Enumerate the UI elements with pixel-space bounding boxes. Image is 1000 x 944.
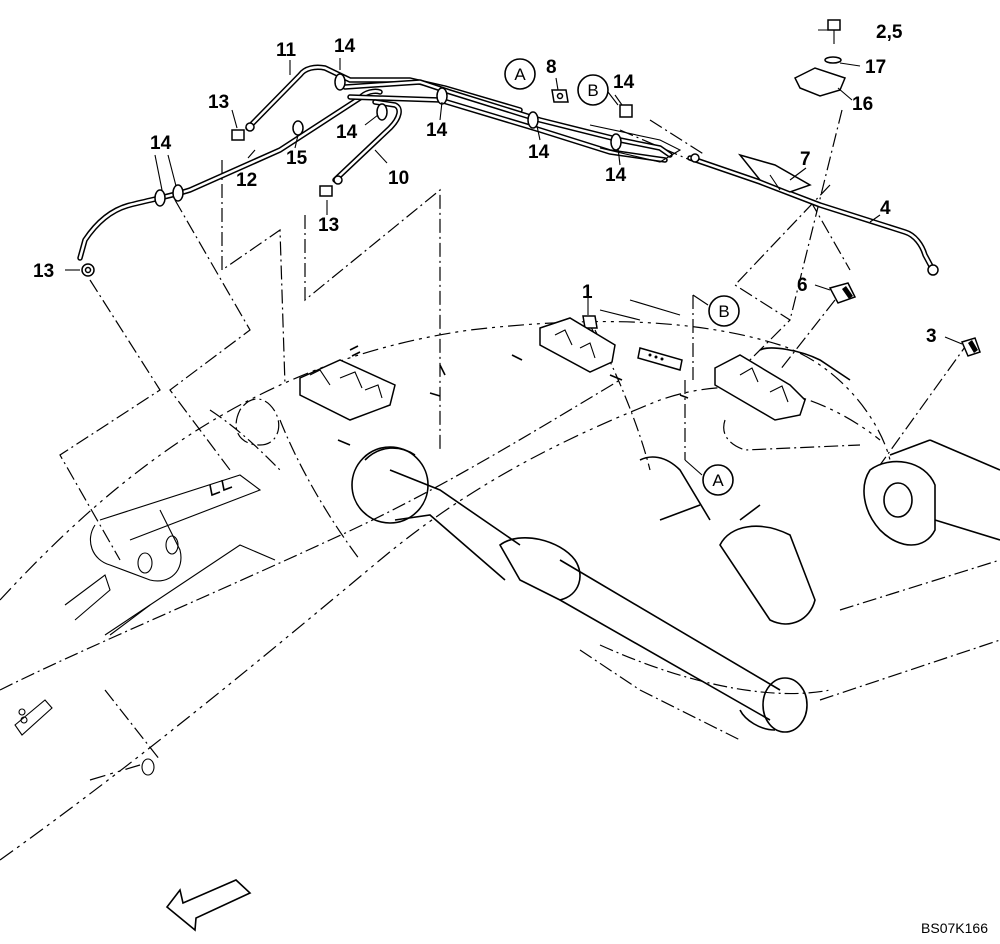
pipe-11 (245, 64, 523, 131)
ref-a-mid-label: A (712, 471, 724, 490)
ref-b-mid-label: B (718, 302, 729, 321)
callout-8: 8 (546, 57, 557, 78)
callout-6: 6 (797, 275, 808, 296)
pipe-4 (687, 155, 935, 271)
upper-frame (579, 347, 1000, 741)
callout-11: 11 (276, 40, 297, 61)
callout-14-g: 15 (286, 148, 308, 169)
callout-7: 7 (800, 149, 811, 170)
callout-17: 17 (865, 57, 886, 78)
callout-16: 2,5 (876, 22, 903, 43)
callout-10: 10 (388, 168, 409, 189)
callout-14-b: 14 (336, 122, 358, 143)
callout-13-c: 13 (33, 261, 54, 282)
callout-labels: 2,5 17 16 11 14 13 14 14 14 14 14 15 12 … (33, 22, 937, 347)
callout-4: 4 (880, 198, 891, 219)
callout-13-b: 13 (318, 215, 339, 236)
boom-cylinder (351, 446, 808, 733)
callout-15: 16 (852, 94, 873, 115)
boom-foot-pin (64, 474, 276, 636)
pipe-10 (332, 99, 402, 183)
ref-marker-a-mid: A (684, 459, 734, 496)
ref-marker-b-mid: B (692, 294, 740, 327)
ref-a-top-label: A (514, 65, 526, 84)
pipe-main (342, 79, 682, 163)
boom-clamp-blocks (299, 299, 806, 421)
callout-12: 12 (236, 170, 257, 191)
leader-lines (59, 109, 971, 561)
callout-1: 1 (582, 282, 593, 303)
callout-14-d: 14 (528, 142, 550, 163)
callout-2-5: 14 (613, 72, 635, 93)
callout-14-e: 14 (605, 165, 627, 186)
callout-14-c: 14 (426, 120, 448, 141)
front-direction-arrow-icon (165, 879, 252, 932)
pipe-12 (77, 88, 383, 261)
ref-b-top-label: B (587, 81, 598, 100)
ref-marker-a-top: A (504, 58, 536, 90)
callout-leaders (65, 29, 963, 345)
ref-marker-b-top: B (577, 74, 619, 106)
clamp-7 (737, 153, 812, 193)
fittings (81, 19, 981, 357)
callout-3: 3 (926, 326, 937, 347)
drawing-code: BS07K166 (921, 920, 988, 936)
callout-14-f: 14 (150, 133, 172, 154)
pipe-clamps (154, 73, 622, 207)
callout-14-a: 14 (334, 36, 356, 57)
boom-clips (209, 345, 689, 497)
callout-13-a: 13 (208, 92, 229, 113)
